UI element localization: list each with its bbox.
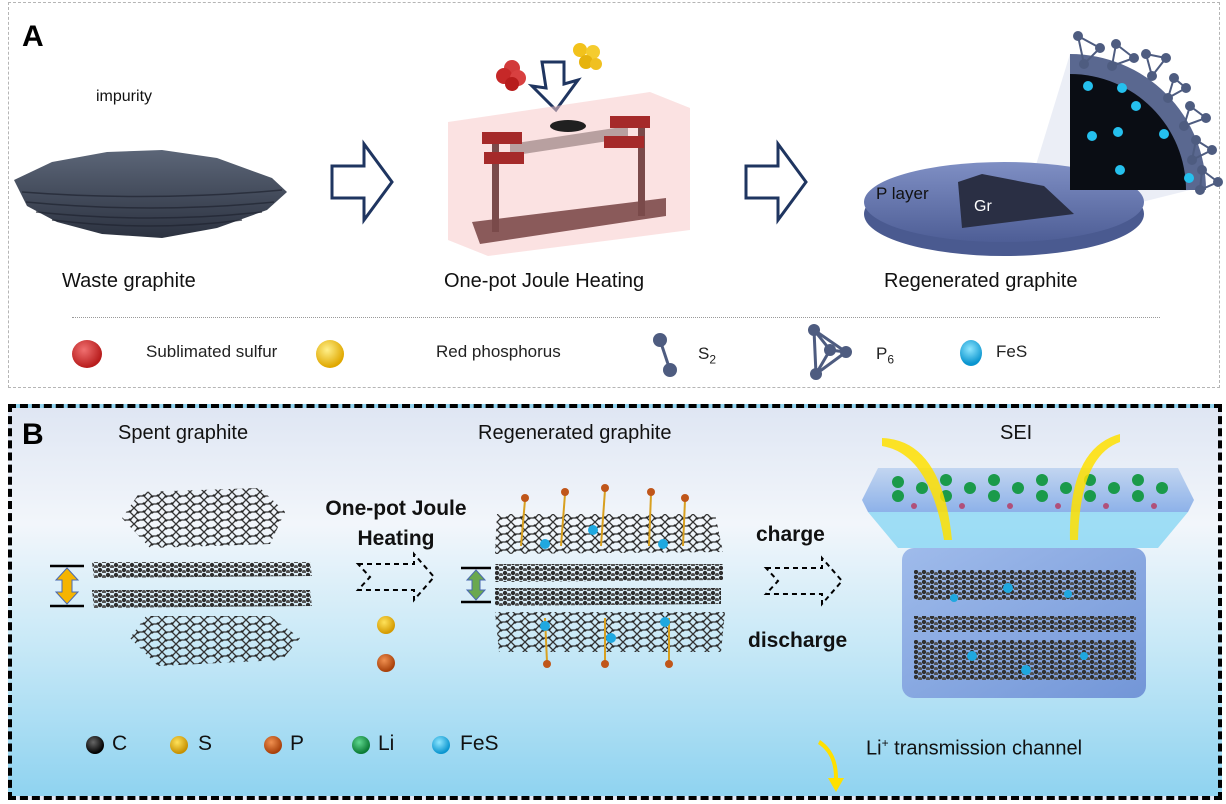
legend-li: Li (378, 732, 395, 755)
fes-atom-icon (432, 736, 450, 754)
dashed-process-arrow-icon (355, 551, 436, 603)
waste-graphite-caption: Waste graphite (62, 270, 196, 292)
li-channel-arrow-icon (818, 740, 844, 792)
impurity-label: impurity (96, 88, 153, 105)
joule-heating-process-label: One-pot Joule Heating (306, 494, 486, 554)
yellow-sphere-icon (316, 340, 344, 368)
li-channel-superscript: + (881, 736, 889, 750)
li-channel-text-rest: transmission channel (888, 737, 1083, 760)
sulfur-cluster-icon (496, 60, 526, 91)
legend-p6-text: P (876, 344, 888, 363)
legend-fes: FeS (996, 342, 1028, 361)
process-arrow-icon (330, 139, 394, 225)
legend-sublimated-sulfur: Sublimated sulfur (146, 342, 278, 361)
s2-molecule-icon (653, 333, 677, 377)
panel-b-letter: B (22, 418, 44, 451)
legend-c: C (112, 732, 128, 755)
p-layer-label: P layer (876, 184, 929, 203)
legend-p6-subscript: 6 (887, 352, 895, 367)
dashed-charge-arrow-icon (763, 555, 844, 607)
p6-clusters (1073, 31, 1223, 195)
process-arrow-icon (744, 139, 808, 225)
legend-fes-b: FeS (460, 732, 499, 755)
legend-s2-text: S (698, 344, 710, 363)
sulfur-atom-icon (170, 736, 188, 754)
li-channel-arrow-icon (1069, 434, 1120, 540)
legend-p6: P6 (876, 344, 894, 366)
sulfur-atom-icon (377, 616, 395, 634)
legend-s2: S2 (698, 344, 716, 366)
phosphorus-atom-icon (264, 736, 282, 754)
regenerated-graphite-layers (461, 484, 725, 668)
regenerated-graphite-caption: Regenerated graphite (884, 270, 1078, 292)
carbon-atom-icon (86, 736, 104, 754)
gr-label: Gr (974, 198, 992, 215)
li-channel-text: Li (866, 737, 882, 760)
spacing-arrow-icon (465, 569, 487, 601)
charge-label: charge (756, 523, 825, 546)
process-label-line1: One-pot Joule (325, 497, 467, 520)
sei-title: SEI (1000, 422, 1033, 444)
lithium-atom-icon (352, 736, 370, 754)
waste-graphite-illustration (14, 150, 287, 238)
regenerated-graphite-illustration (864, 31, 1223, 256)
sei-cell-illustration (862, 434, 1194, 698)
spacing-arrow-icon (54, 567, 80, 605)
red-sphere-icon (72, 340, 102, 368)
li-channel-arrow-icon (882, 438, 952, 540)
fes-particles (1083, 81, 1194, 183)
phosphorus-atom-icon (377, 654, 395, 672)
spent-graphite-layers (50, 488, 312, 666)
legend-s: S (198, 732, 213, 755)
li-channel-label: Li+ transmission channel (866, 736, 1082, 761)
legend-red-phosphorus: Red phosphorus (436, 342, 561, 361)
legend-p: P (290, 732, 305, 755)
spent-graphite-title: Spent graphite (118, 422, 249, 444)
p6-molecule-icon (808, 324, 852, 380)
discharge-label: discharge (748, 629, 848, 652)
phosphorus-cluster-icon (573, 43, 602, 70)
regenerated-graphite-title: Regenerated graphite (478, 422, 672, 444)
joule-heating-caption: One-pot Joule Heating (444, 270, 645, 292)
cyan-sphere-icon (960, 340, 982, 366)
process-label-line2: Heating (357, 527, 435, 550)
legend-s2-subscript: 2 (709, 352, 717, 367)
panel-a-letter: A (22, 20, 44, 53)
joule-heating-apparatus (448, 43, 690, 256)
legend-separator (72, 317, 1160, 318)
